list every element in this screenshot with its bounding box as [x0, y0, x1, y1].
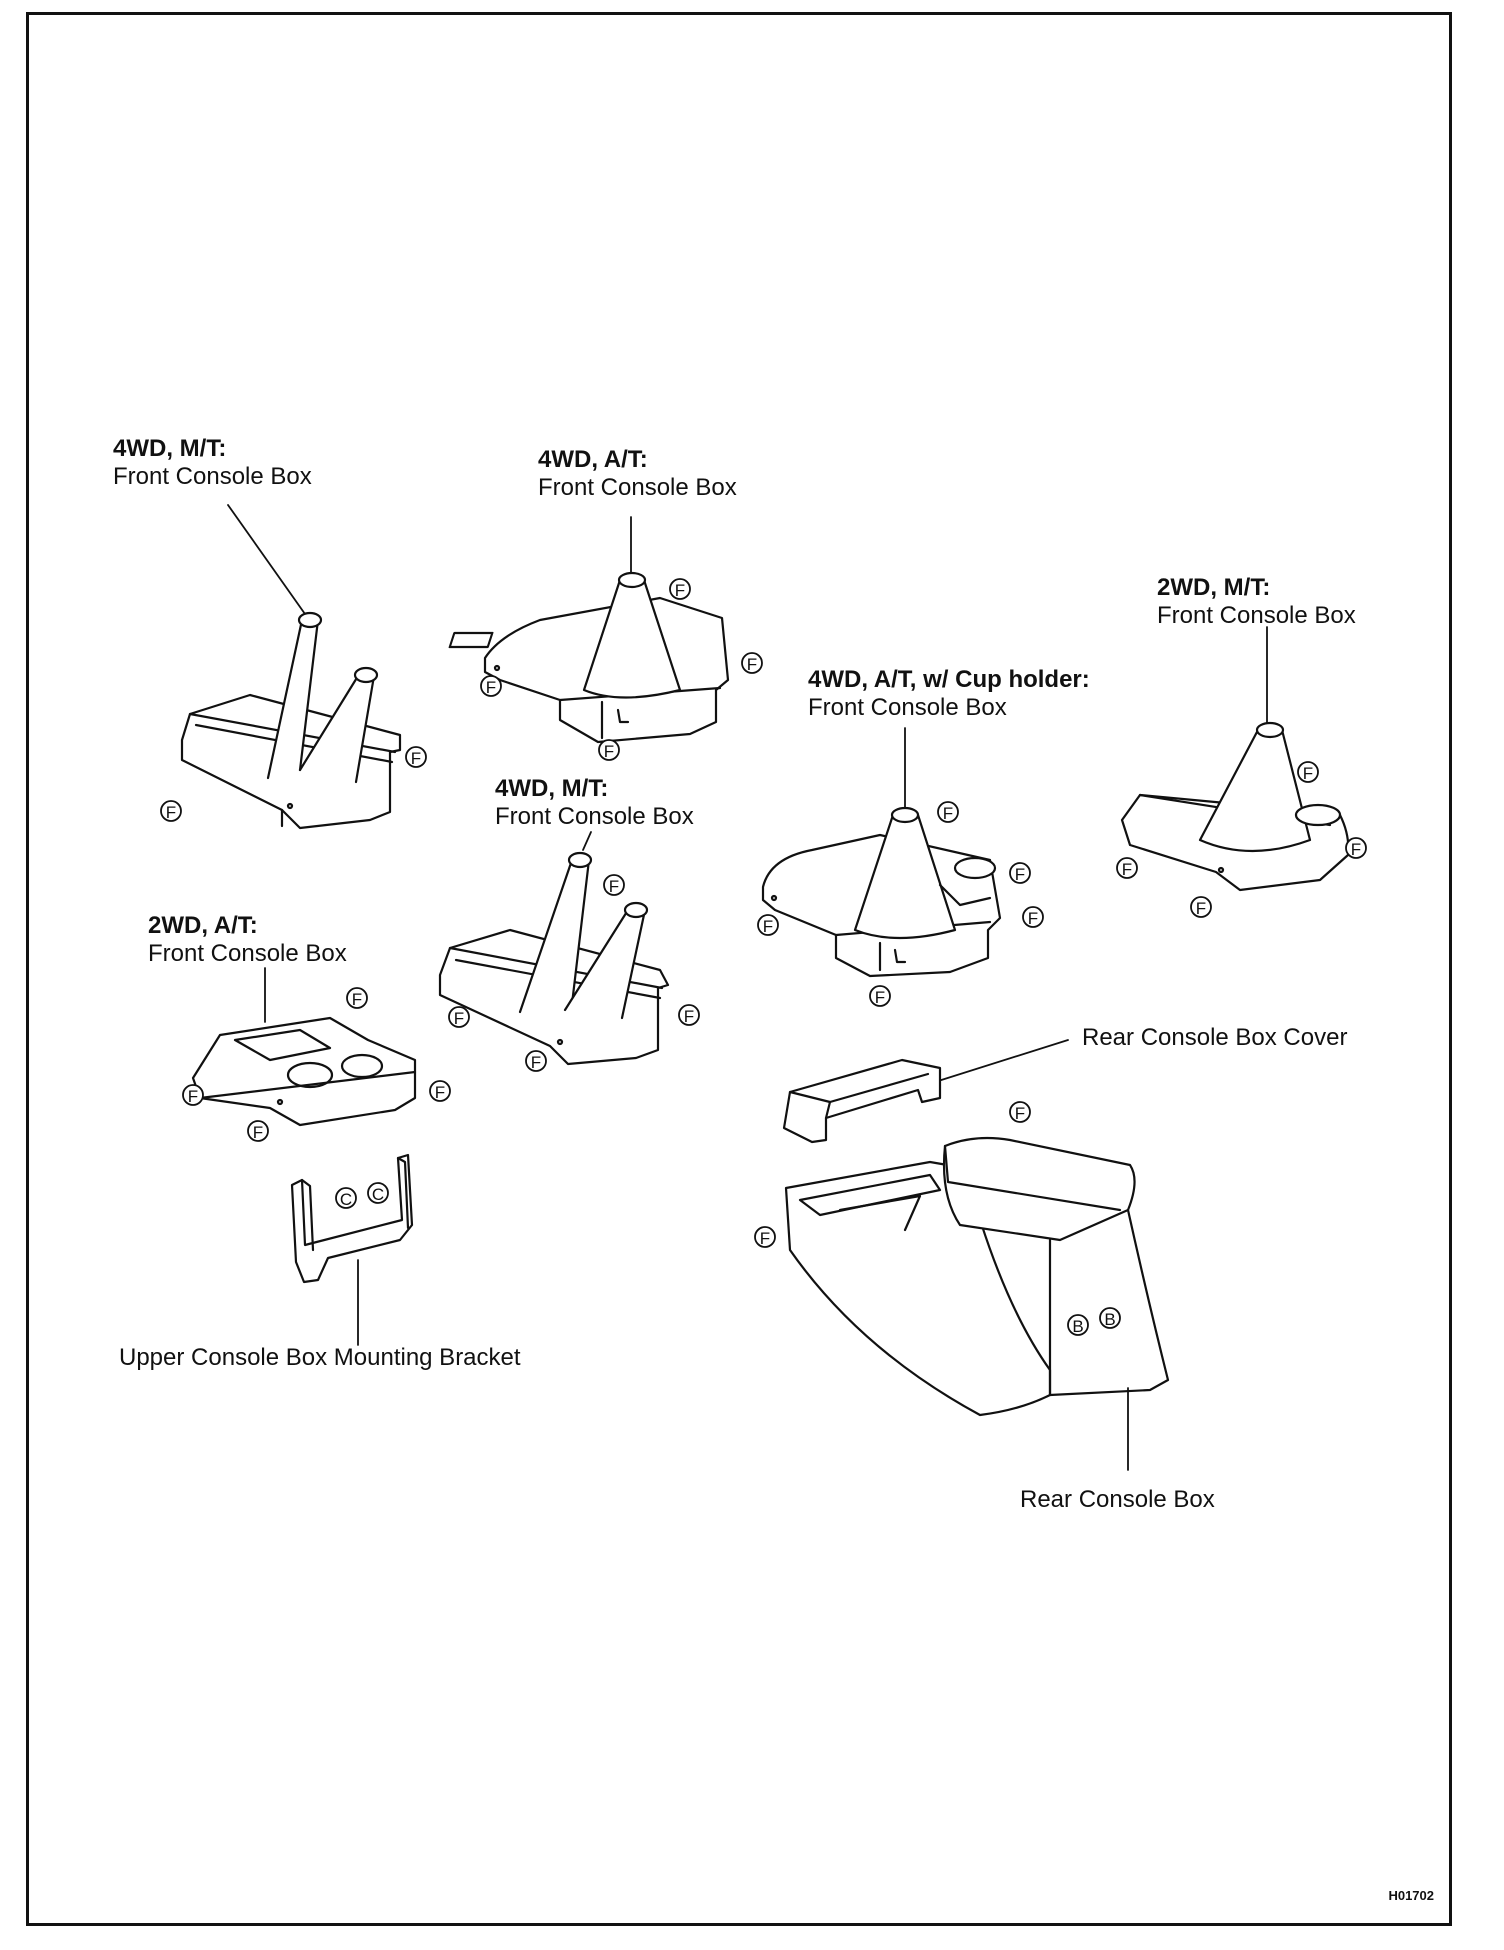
front-console-4wd-mt-a: [180, 611, 402, 830]
clip-b-icon: B: [1099, 1307, 1121, 1329]
figure-code: H01702: [1388, 1888, 1434, 1903]
svg-text:F: F: [411, 749, 421, 768]
variant-label: 4WD, A/T:: [538, 446, 648, 473]
clip-f-icon: F: [405, 746, 427, 768]
svg-text:C: C: [340, 1190, 352, 1209]
clip-f-icon: F: [869, 985, 891, 1007]
clip-markers-c: C C: [335, 1182, 389, 1209]
variant-label: 2WD, M/T:: [1157, 574, 1271, 601]
svg-text:F: F: [435, 1083, 445, 1102]
svg-text:F: F: [1303, 764, 1313, 783]
label-4wd-mt-front-console-b: 4WD, M/T: Front Console Box: [495, 775, 694, 831]
part-name-label: Front Console Box: [538, 474, 737, 501]
front-console-2wd-mt: [1120, 721, 1350, 892]
svg-text:F: F: [763, 917, 773, 936]
clip-f-icon: F: [160, 800, 182, 822]
svg-text:F: F: [943, 804, 953, 823]
clip-f-icon: F: [247, 1120, 269, 1142]
svg-text:F: F: [675, 581, 685, 600]
clip-f-icon: F: [741, 652, 763, 674]
label-4wd-at-front-console: 4WD, A/T: Front Console Box: [538, 446, 737, 502]
clip-f-icon: F: [1116, 857, 1138, 879]
svg-text:C: C: [372, 1185, 384, 1204]
svg-text:F: F: [454, 1009, 464, 1028]
variant-label: 2WD, A/T:: [148, 912, 258, 939]
clip-f-icon: F: [448, 1006, 470, 1028]
variant-label: 4WD, M/T:: [113, 435, 227, 462]
svg-text:F: F: [188, 1087, 198, 1106]
clip-f-icon: F: [182, 1084, 204, 1106]
clip-f-icon: F: [480, 675, 502, 697]
clip-c-icon: C: [367, 1182, 389, 1204]
diagram-frame: [26, 12, 1452, 1926]
part-name-label: Front Console Box: [148, 940, 347, 967]
clip-f-icon: F: [603, 874, 625, 896]
clip-f-icon: F: [937, 801, 959, 823]
clip-markers-b: B B: [1067, 1307, 1121, 1336]
part-name-label: Front Console Box: [1157, 602, 1356, 629]
svg-text:F: F: [1015, 865, 1025, 884]
clip-f-icon: F: [1009, 862, 1031, 884]
clip-f-icon: F: [757, 914, 779, 936]
part-name-label: Front Console Box: [495, 803, 694, 830]
svg-text:F: F: [352, 990, 362, 1009]
part-name-label: Front Console Box: [113, 463, 312, 490]
label-rear-console-box-cover: Rear Console Box Cover: [1082, 1024, 1348, 1051]
clip-f-icon: F: [754, 1226, 776, 1248]
svg-text:F: F: [1351, 840, 1361, 859]
label-4wd-at-cup-holder-front-console: 4WD, A/T, w/ Cup holder: Front Console B…: [808, 666, 1090, 722]
clip-f-icon: F: [1022, 906, 1044, 928]
front-console-2wd-at: [191, 1016, 417, 1127]
svg-text:F: F: [531, 1053, 541, 1072]
rear-console-box: [784, 1136, 1170, 1417]
svg-text:F: F: [1015, 1104, 1025, 1123]
svg-text:F: F: [684, 1007, 694, 1026]
svg-text:F: F: [253, 1123, 263, 1142]
clip-f-icon: F: [1345, 837, 1367, 859]
svg-text:F: F: [760, 1229, 770, 1248]
clip-f-icon: F: [678, 1004, 700, 1026]
clip-f-icon: F: [1009, 1101, 1031, 1123]
svg-text:F: F: [747, 655, 757, 674]
rear-console-box-cover: [782, 1058, 942, 1144]
clip-f-icon: F: [1297, 761, 1319, 783]
variant-label: 4WD, A/T, w/ Cup holder:: [808, 666, 1090, 693]
svg-text:B: B: [1072, 1317, 1083, 1336]
leader-lines: [227, 504, 1268, 1471]
svg-text:F: F: [1028, 909, 1038, 928]
front-console-4wd-at-cup-holder: [761, 806, 1002, 978]
clip-markers-f: F F F F F F F F F F F F F F F F F F F F …: [160, 578, 1367, 1248]
label-2wd-mt-front-console: 2WD, M/T: Front Console Box: [1157, 574, 1356, 630]
svg-text:F: F: [1196, 899, 1206, 918]
clip-b-icon: B: [1067, 1314, 1089, 1336]
svg-text:B: B: [1104, 1310, 1115, 1329]
svg-text:F: F: [604, 742, 614, 761]
upper-console-mounting-bracket: [290, 1153, 414, 1284]
part-name-label: Front Console Box: [808, 694, 1007, 721]
clip-c-icon: C: [335, 1187, 357, 1209]
clip-f-icon: F: [346, 987, 368, 1009]
label-rear-console-box: Rear Console Box: [1020, 1486, 1215, 1513]
front-console-4wd-at: [448, 571, 730, 744]
front-console-4wd-mt-b: [438, 851, 670, 1066]
svg-text:F: F: [486, 678, 496, 697]
label-4wd-mt-front-console-a: 4WD, M/T: Front Console Box: [113, 435, 312, 491]
svg-text:F: F: [609, 877, 619, 896]
svg-text:F: F: [166, 803, 176, 822]
clip-f-icon: F: [669, 578, 691, 600]
variant-label: 4WD, M/T:: [495, 775, 609, 802]
svg-text:F: F: [875, 988, 885, 1007]
label-upper-console-mounting-bracket: Upper Console Box Mounting Bracket: [119, 1344, 521, 1371]
clip-f-icon: F: [525, 1050, 547, 1072]
clip-f-icon: F: [1190, 896, 1212, 918]
svg-text:F: F: [1122, 860, 1132, 879]
clip-f-icon: F: [429, 1080, 451, 1102]
label-2wd-at-front-console: 2WD, A/T: Front Console Box: [148, 912, 347, 968]
clip-f-icon: F: [598, 739, 620, 761]
